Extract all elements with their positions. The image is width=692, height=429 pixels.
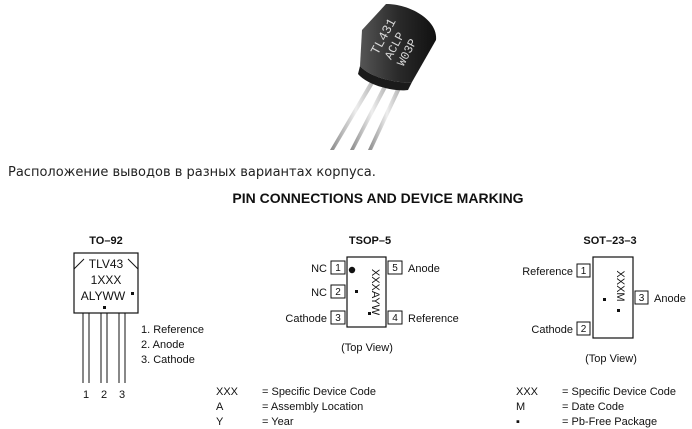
to92-edge-right bbox=[127, 258, 139, 270]
tsop5-pin-5 bbox=[387, 260, 403, 275]
sot23-pin-2-label: Cathode bbox=[531, 324, 573, 336]
to92-name: TO–92 bbox=[89, 235, 122, 247]
tsop5-pin-2-number: 2 bbox=[335, 287, 341, 298]
tsop5-pin-1-number: 1 bbox=[335, 263, 341, 274]
tsop5-pin-4 bbox=[387, 310, 403, 325]
tsop5-marking-dot bbox=[368, 312, 371, 315]
tsop5-pin-2 bbox=[330, 284, 346, 299]
legend-right-code-3: ▪ bbox=[516, 416, 520, 428]
sot23-body bbox=[592, 256, 634, 339]
sot23-marking: XXXM bbox=[614, 270, 626, 301]
to92-pin-number-3: 3 bbox=[119, 389, 125, 401]
tsop5-pin-3 bbox=[330, 310, 346, 325]
legend-left: XXX = Specific Device Code A = Assembly … bbox=[216, 386, 376, 428]
component-leads bbox=[330, 68, 406, 150]
to92-package: TO–92 TLV43 1XXX ALYWW 1 2 3 1. Referenc… bbox=[73, 235, 204, 401]
tsop5-pin-4-number: 4 bbox=[392, 313, 398, 324]
to92-body bbox=[73, 252, 139, 314]
sot23-pin-2-number: 2 bbox=[581, 324, 587, 335]
tsop5-name: TSOP–5 bbox=[349, 235, 391, 247]
legend-right-desc-3: = Pb-Free Package bbox=[562, 416, 657, 428]
to92-marking-2: 1XXX bbox=[91, 273, 122, 287]
legend-right: XXX = Specific Device Code M = Date Code… bbox=[516, 386, 676, 428]
sot23-pin-3-number: 3 bbox=[639, 293, 645, 304]
to92-edge-left bbox=[73, 258, 85, 270]
tsop5-pin-3-number: 3 bbox=[335, 313, 341, 324]
to92-pin-number-1: 1 bbox=[83, 389, 89, 401]
to92-marking-1: TLV43 bbox=[89, 257, 124, 271]
tsop5-pin-1-label: NC bbox=[311, 263, 327, 275]
legend-left-code-3: Y bbox=[216, 416, 224, 428]
component-body bbox=[358, 4, 437, 91]
to92-pin-list-1: 1. Reference bbox=[141, 324, 204, 336]
tsop5-pin-5-number: 5 bbox=[392, 263, 398, 274]
legend-right-desc-1: = Specific Device Code bbox=[562, 386, 676, 398]
legend-right-code-1: XXX bbox=[516, 386, 539, 398]
tsop5-pin-5-label: Anode bbox=[408, 263, 440, 275]
tsop5-view-label: (Top View) bbox=[341, 342, 393, 354]
sot23-view-label: (Top View) bbox=[585, 353, 637, 365]
to92-marking-3: ALYWW bbox=[81, 289, 126, 303]
diagram-title: PIN CONNECTIONS AND DEVICE MARKING bbox=[232, 190, 523, 206]
tsop5-pin-1 bbox=[330, 260, 346, 275]
pin-diagram: PIN CONNECTIONS AND DEVICE MARKING TO–92… bbox=[73, 190, 686, 428]
tsop5-pin1-dot bbox=[348, 266, 356, 274]
tsop5-pin-3-label: Cathode bbox=[285, 313, 327, 325]
to92-pin-list-2: 2. Anode bbox=[141, 339, 184, 351]
to92-pin-list-3: 3. Cathode bbox=[141, 354, 195, 366]
sot23-pin-2 bbox=[576, 321, 591, 336]
sot23-package: SOT–23–3 XXXM 1 Reference 2 Cathode 3 An… bbox=[522, 235, 686, 365]
legend-left-code-2: A bbox=[216, 401, 224, 413]
tsop5-pin-2-label: NC bbox=[311, 287, 327, 299]
tsop5-pin-4-label: Reference bbox=[408, 313, 459, 325]
tsop5-marking: XXXAYW bbox=[369, 269, 381, 316]
legend-right-desc-2: = Date Code bbox=[562, 401, 624, 413]
legend-left-code-1: XXX bbox=[216, 386, 239, 398]
caption: Расположение выводов в разных вариантах … bbox=[8, 165, 376, 180]
legend-left-desc-2: = Assembly Location bbox=[262, 401, 363, 413]
legend-left-desc-1: = Specific Device Code bbox=[262, 386, 376, 398]
tsop5-package: TSOP–5 XXXAYW 1 NC 2 NC 3 Cathode 5 Anod… bbox=[285, 235, 458, 354]
to92-dot bbox=[103, 306, 106, 309]
sot23-pin-1-label: Reference bbox=[522, 266, 573, 278]
sot23-pin-1-number: 1 bbox=[581, 266, 587, 277]
tsop5-pbfree-dot bbox=[355, 290, 358, 293]
legend-left-desc-3: = Year bbox=[262, 416, 294, 428]
sot23-name: SOT–23–3 bbox=[583, 235, 636, 247]
to92-pin-number-2: 2 bbox=[101, 389, 107, 401]
to92-pbfree-dot bbox=[131, 292, 134, 295]
sot23-pbfree-dot bbox=[603, 298, 606, 301]
component-photo: TL431 ACLP W03P bbox=[330, 4, 437, 150]
sot23-pin-3-label: Anode bbox=[654, 293, 686, 305]
sot23-marking-dot bbox=[617, 309, 620, 312]
sot23-pin-1 bbox=[576, 263, 591, 278]
legend-right-code-2: M bbox=[516, 401, 525, 413]
sot23-pin-3 bbox=[634, 290, 649, 305]
